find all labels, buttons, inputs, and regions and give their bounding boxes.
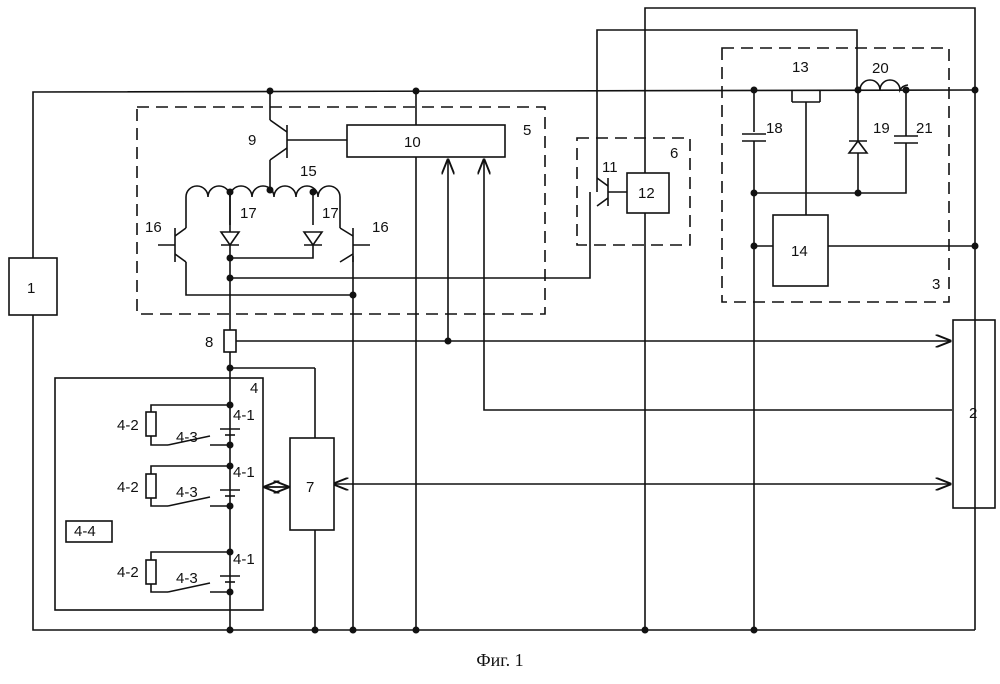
- label-capacitor-18: 18: [766, 120, 783, 137]
- label-cell-4-1: 4-1: [233, 551, 255, 568]
- label-group-5: 5: [523, 122, 531, 139]
- label-transistor-11: 11: [602, 159, 618, 176]
- group-3: [722, 48, 949, 302]
- label-block-12: 12: [638, 185, 655, 202]
- label-cell-4-1: 4-1: [233, 464, 255, 481]
- label-group-6: 6: [670, 145, 678, 162]
- label-cell-4-2: 4-2: [117, 417, 139, 434]
- cell-group-3: 4-2 4-3 4-1: [117, 551, 255, 592]
- inductor-15: [186, 186, 340, 197]
- label-transistor-16b: 16: [372, 219, 389, 236]
- diode-17-left: [221, 232, 239, 245]
- label-diode-17b: 17: [322, 205, 339, 222]
- label-group-3: 3: [932, 276, 940, 293]
- label-block-1: 1: [27, 280, 35, 297]
- label-cell-4-3: 4-3: [176, 429, 198, 446]
- diode-19: [849, 141, 867, 153]
- label-block-10: 10: [404, 134, 421, 151]
- cell-group-1: 4-2 4-3 4-1: [117, 405, 255, 446]
- cell-group-2: 4-2 4-3 4-1: [117, 464, 255, 506]
- block-10: [347, 125, 505, 157]
- label-inductor-20: 20: [872, 60, 889, 77]
- diode-17-right: [304, 232, 322, 245]
- label-transistor-13: 13: [792, 59, 809, 76]
- label-group-4: 4: [250, 380, 258, 397]
- label-resistor-8: 8: [205, 334, 213, 351]
- label-cell-4-3: 4-3: [176, 570, 198, 587]
- label-cell-4-1: 4-1: [233, 407, 255, 424]
- label-block-4-4: 4-4: [74, 523, 96, 540]
- label-block-2: 2: [969, 405, 977, 422]
- label-diode-17a: 17: [240, 205, 257, 222]
- label-inductor-15: 15: [300, 163, 317, 180]
- label-cell-4-3: 4-3: [176, 484, 198, 501]
- label-cell-4-2: 4-2: [117, 564, 139, 581]
- label-block-14: 14: [791, 243, 808, 260]
- label-transistor-16a: 16: [145, 219, 162, 236]
- label-transistor-9: 9: [248, 132, 256, 149]
- label-cell-4-2: 4-2: [117, 479, 139, 496]
- inductor-20: [860, 80, 908, 90]
- label-capacitor-21: 21: [916, 120, 933, 137]
- label-diode-19: 19: [873, 120, 890, 137]
- label-block-7: 7: [306, 479, 314, 496]
- figure-caption: Фиг. 1: [0, 650, 1000, 671]
- resistor-8: [224, 330, 236, 352]
- wiring: [33, 8, 975, 630]
